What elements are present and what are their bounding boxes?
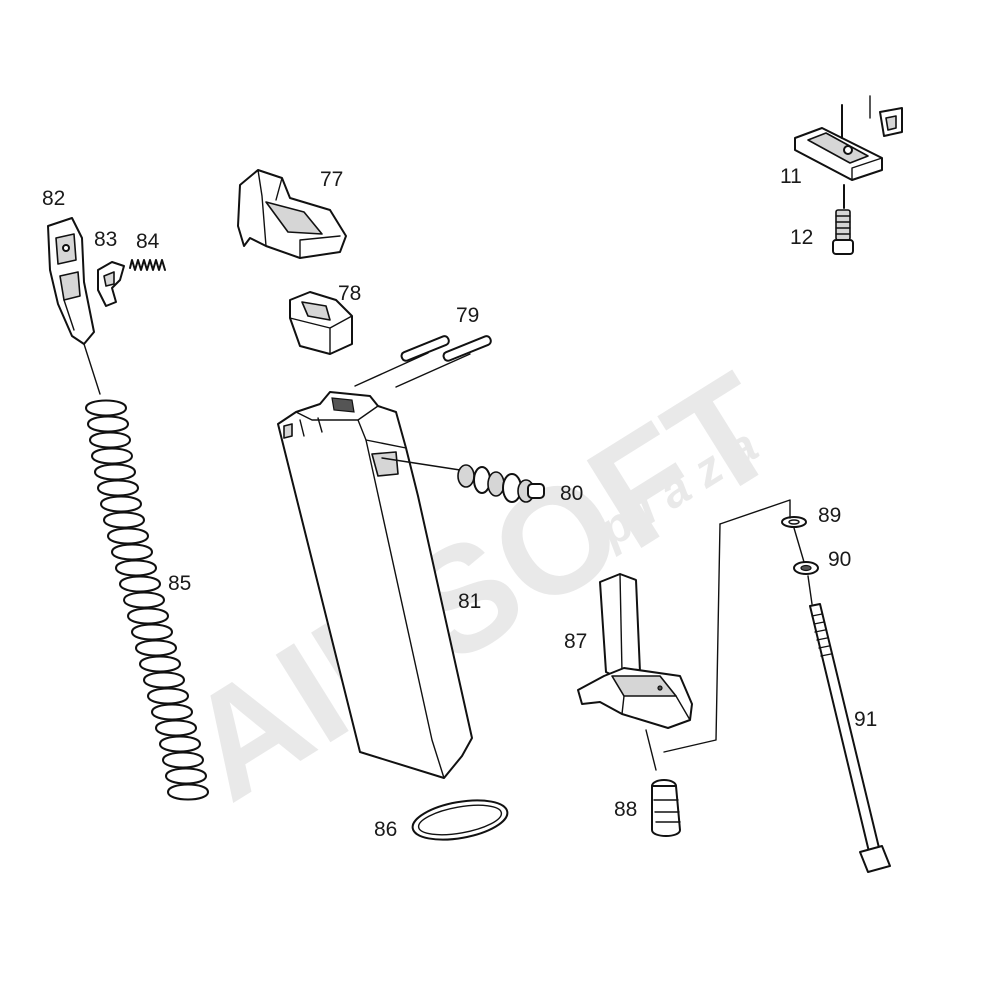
part-80 — [381, 457, 545, 503]
part-87 — [577, 573, 693, 771]
label-81: 81 — [458, 590, 481, 613]
label-90: 90 — [828, 548, 851, 571]
part-88 — [651, 779, 681, 837]
part-89 — [781, 516, 807, 528]
label-80: 80 — [560, 482, 583, 505]
label-86: 86 — [374, 818, 397, 841]
label-78: 78 — [338, 282, 361, 305]
part-86 — [411, 799, 509, 841]
guide-line-upper — [719, 499, 791, 525]
part-11 — [794, 95, 903, 181]
label-77: 77 — [320, 168, 343, 191]
part-90 — [793, 561, 819, 575]
watermark-brand: AIRSOFT — [158, 341, 805, 832]
label-85: 85 — [168, 572, 191, 595]
label-82: 82 — [42, 187, 65, 210]
label-12: 12 — [790, 226, 813, 249]
guide-line-washers — [793, 527, 805, 563]
guide-line-rod — [807, 575, 813, 605]
part-12 — [832, 184, 854, 255]
watermark: AIRSOFT pláza — [158, 341, 805, 832]
label-89: 89 — [818, 504, 841, 527]
label-83: 83 — [94, 228, 117, 251]
part-84 — [129, 259, 166, 271]
label-88: 88 — [614, 798, 637, 821]
label-79: 79 — [456, 304, 479, 327]
part-83 — [97, 261, 125, 307]
label-84: 84 — [136, 230, 160, 253]
label-87: 87 — [564, 630, 587, 653]
guide-line-left — [663, 523, 721, 753]
part-labels: 82 83 84 77 78 79 80 81 85 86 87 88 89 9… — [42, 165, 877, 841]
part-77 — [237, 169, 347, 259]
part-81 — [277, 391, 473, 779]
label-11: 11 — [780, 165, 802, 188]
part-79 — [354, 335, 492, 388]
part-85 — [85, 399, 209, 801]
part-82 — [47, 217, 101, 395]
part-91 — [809, 603, 891, 873]
label-91: 91 — [854, 708, 877, 731]
part-78 — [289, 291, 353, 355]
